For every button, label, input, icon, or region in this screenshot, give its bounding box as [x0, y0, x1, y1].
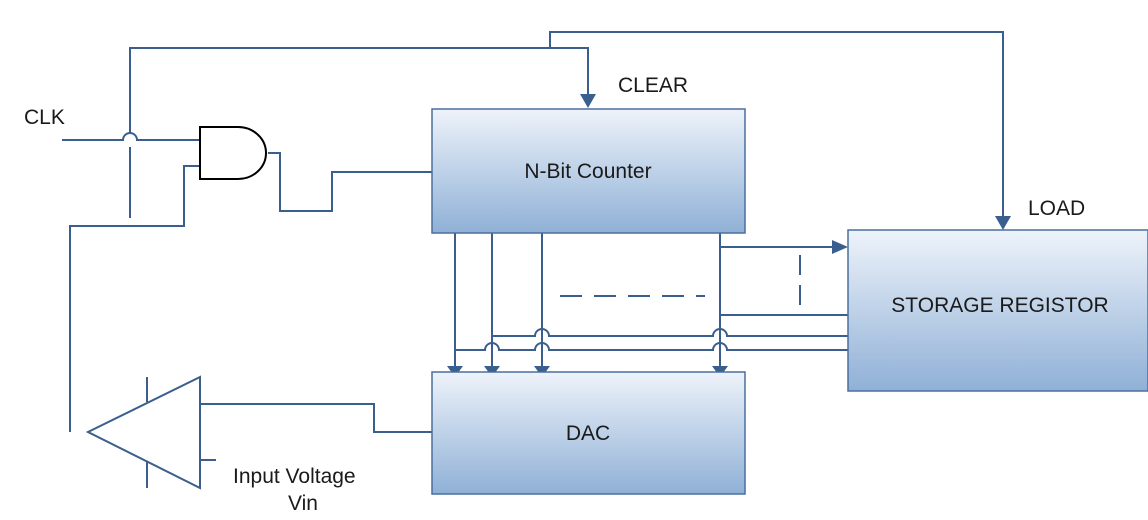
bit-to-storage-wire: [492, 328, 848, 337]
dac-label: DAC: [566, 422, 610, 445]
and-gate-icon: [199, 126, 267, 180]
clk-wire: [62, 132, 200, 141]
vin-label: Vin: [288, 492, 318, 515]
counter-block: [431, 108, 746, 234]
storage-label: STORAGE REGISTOR: [891, 294, 1108, 317]
comparator-icon: [85, 375, 201, 490]
storage-arrow-icon: [832, 240, 848, 254]
vin-dac-wire: [200, 403, 432, 433]
clk-label: CLK: [24, 106, 65, 129]
bit-to-storage-wire: [455, 342, 848, 351]
load-arrow-icon: [995, 216, 1011, 230]
clear-arrow-icon: [580, 94, 596, 108]
clear-wire: [129, 47, 589, 218]
gate-to-counter-wire: [268, 152, 432, 212]
load-label: LOAD: [1028, 197, 1085, 220]
comparator-feedback-wire: [69, 165, 200, 432]
comparator-terminal: [146, 377, 216, 488]
storage-block: [847, 229, 1148, 392]
clear-label: CLEAR: [618, 74, 688, 97]
load-wire: [549, 31, 1004, 216]
counter-label: N-Bit Counter: [524, 160, 651, 183]
dac-block: [431, 371, 746, 495]
input-voltage-label: Input Voltage: [233, 465, 356, 488]
